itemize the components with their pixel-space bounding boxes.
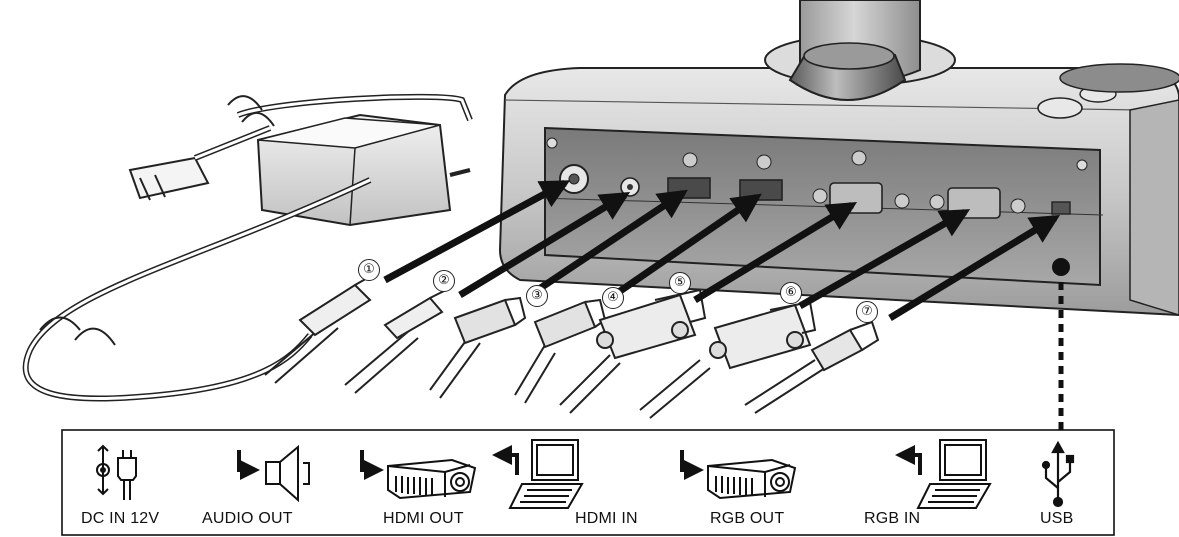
marker-3: ③	[526, 285, 548, 307]
document-camera-device	[500, 0, 1179, 315]
legend-label-dc-in: DC IN 12V	[81, 510, 159, 528]
marker-6: ⑥	[780, 282, 802, 304]
legend-label-hdmi-in: HDMI IN	[575, 510, 638, 528]
marker-7: ⑦	[856, 301, 878, 323]
marker-4: ④	[602, 287, 624, 309]
legend-label-audio-out: AUDIO OUT	[202, 510, 293, 528]
legend-label-usb: USB	[1040, 510, 1074, 528]
marker-5: ⑤	[669, 272, 691, 294]
usb-dot	[1052, 258, 1070, 276]
marker-2: ②	[433, 270, 455, 292]
power-adapter	[26, 96, 470, 398]
legend-label-rgb-out: RGB OUT	[710, 510, 784, 528]
legend-label-rgb-in: RGB IN	[864, 510, 920, 528]
legend-label-hdmi-out: HDMI OUT	[383, 510, 464, 528]
marker-1: ①	[358, 259, 380, 281]
